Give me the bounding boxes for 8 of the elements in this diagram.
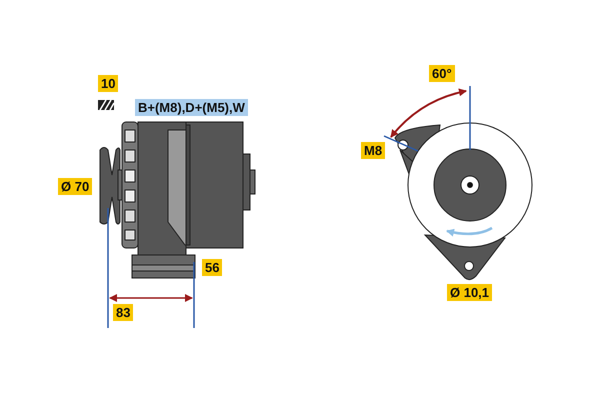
dimension-label: 83 (113, 304, 134, 321)
thread-label: M8 (361, 142, 386, 159)
quantity-label: 10 (98, 75, 118, 92)
dimension-label: 60° (429, 65, 455, 82)
terminal-label: B+(M8),D+(M5),W (135, 99, 248, 116)
dimension-label: Ø 70 (58, 178, 92, 195)
dimension-label: Ø 10,1 (447, 284, 492, 301)
dimension-label: 56 (202, 259, 222, 276)
